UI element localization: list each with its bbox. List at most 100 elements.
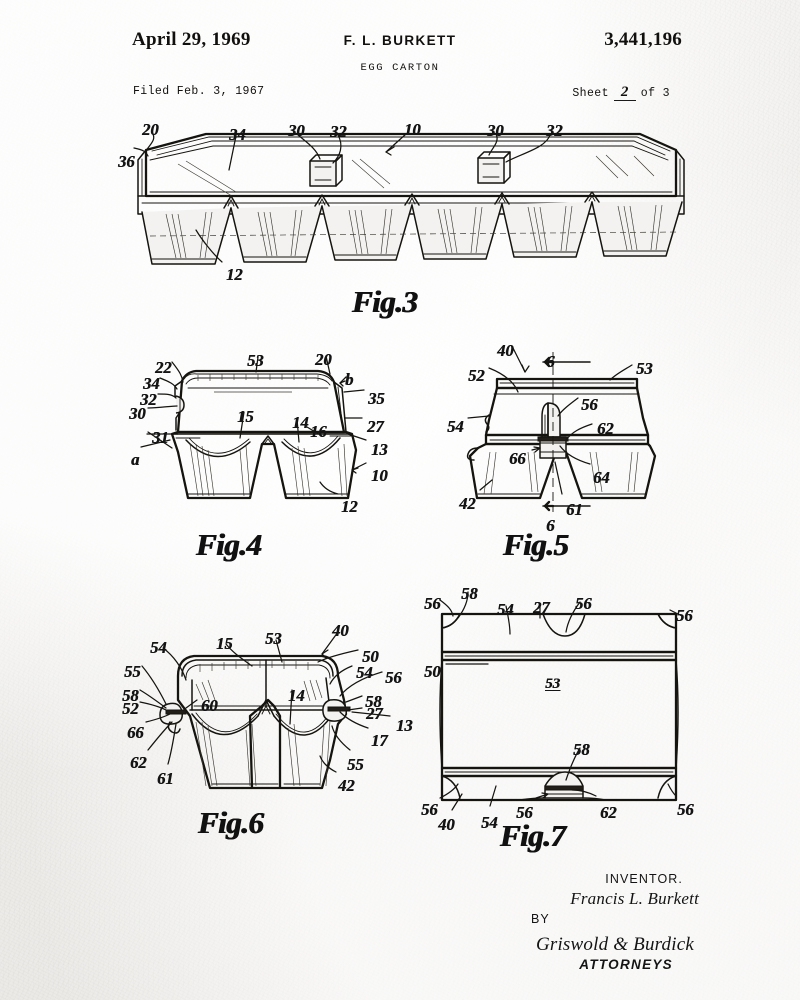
ref-numeral-fig5-62-5: 62	[597, 419, 614, 438]
patent-date: April 29, 1969	[132, 29, 251, 50]
ref-numeral-fig7-58-1: 58	[461, 584, 478, 603]
ref-numeral-fig6-14-14: 14	[288, 686, 305, 705]
sheet-number: 2	[613, 85, 636, 101]
ref-numeral-fig3-30-5: 30	[487, 121, 504, 140]
ref-numeral-fig7-56-14: 56	[677, 800, 694, 819]
ref-numeral-fig5-6-10: 6	[546, 352, 555, 371]
ref-numeral-fig5-64-7: 64	[593, 468, 610, 487]
ref-numeral-fig6-27-16: 27	[366, 704, 383, 723]
ref-numeral-fig6-62-11: 62	[130, 753, 147, 772]
ref-numeral-fig4-10-12: 10	[371, 466, 388, 485]
figure-4-drawing	[141, 356, 366, 498]
ref-numeral-fig4-16-15: 16	[310, 422, 327, 441]
inventor-signature: Francis L. Burkett	[570, 889, 699, 908]
fig3-latch-left	[310, 155, 342, 186]
patent-number: 3,441,196	[604, 29, 682, 50]
attorney-firm: Griswold & Burdick	[535, 934, 694, 955]
ref-numeral-fig4-12-16: 12	[341, 497, 358, 516]
ref-numeral-fig4-b-8: b	[345, 370, 354, 389]
ref-numeral-fig4-35-9: 35	[368, 389, 385, 408]
ref-numeral-fig3-12-8: 12	[226, 265, 243, 284]
figure-caption-fig3: Fig.3	[352, 284, 418, 319]
ref-numeral-fig4-27-10: 27	[367, 417, 384, 436]
sheet-of: of 3	[640, 87, 670, 100]
ref-numeral-fig6-53-2: 53	[265, 629, 282, 648]
ref-numeral-fig7-56-9: 56	[421, 800, 438, 819]
ref-numeral-fig4-30-3: 30	[129, 404, 146, 423]
ref-numeral-fig4-32-2: 32	[140, 390, 157, 409]
ref-numeral-fig6-58-8: 58	[122, 686, 139, 705]
ref-numeral-fig4-22-0: 22	[155, 358, 172, 377]
ref-numeral-fig3-34-1: 34	[229, 125, 246, 144]
filing-date: Filed Feb. 3, 1967	[133, 85, 265, 98]
ref-numeral-fig6-42-20: 42	[338, 776, 355, 795]
ref-numeral-fig7-56-5: 56	[676, 606, 693, 625]
ref-numeral-fig7-58-8: 58	[573, 740, 590, 759]
ref-numeral-fig6-56-6: 56	[385, 668, 402, 687]
sheet-indicator: Sheet 2 of 3	[572, 85, 670, 101]
ref-numeral-fig4-14-14: 14	[292, 413, 309, 432]
ref-numeral-fig5-40-0: 40	[497, 341, 514, 360]
ref-numeral-fig5-61-9: 61	[566, 500, 583, 519]
ref-numeral-fig5-54-3: 54	[447, 417, 464, 436]
ref-numeral-fig4-a-5: a	[131, 450, 140, 469]
ref-numeral-fig6-17-18: 17	[371, 731, 388, 750]
ref-numeral-fig7-62-13: 62	[600, 803, 617, 822]
ref-numeral-fig4-31-4: 31	[152, 428, 169, 447]
attorneys-label: ATTORNEYS	[579, 957, 673, 972]
inventor-label: INVENTOR.	[605, 872, 683, 886]
ref-numeral-fig3-32-6: 32	[546, 121, 563, 140]
fig3-cell-row	[138, 192, 684, 264]
ref-numeral-fig3-20-0: 20	[142, 120, 159, 139]
ref-numeral-fig5-6-11: 6	[546, 516, 555, 535]
ref-numeral-fig6-60-13: 60	[201, 696, 218, 715]
ref-numeral-fig6-13-17: 13	[396, 716, 413, 735]
ref-numeral-fig6-54-5: 54	[356, 663, 373, 682]
figure-caption-fig6: Fig.6	[198, 805, 264, 840]
ref-numeral-fig7-54-11: 54	[481, 813, 498, 832]
ref-numeral-fig7-54-2: 54	[497, 600, 514, 619]
ref-numeral-fig3-30-2: 30	[288, 121, 305, 140]
figure-caption-fig5: Fig.5	[503, 527, 569, 562]
ref-numeral-fig7-56-0: 56	[424, 594, 441, 613]
ref-numeral-fig4-20-7: 20	[315, 350, 332, 369]
ref-numeral-fig3-32-3: 32	[330, 122, 347, 141]
ref-numeral-fig7-56-4: 56	[575, 594, 592, 613]
figure-5-drawing	[468, 346, 655, 512]
ref-numeral-fig3-36-7: 36	[118, 152, 135, 171]
ref-numeral-fig6-52-9: 52	[122, 699, 139, 718]
ref-numeral-fig7-53-7: 53	[545, 676, 560, 692]
ref-numeral-fig6-61-12: 61	[157, 769, 174, 788]
ref-numeral-fig6-55-7: 55	[124, 662, 141, 681]
patent-title: EGG CARTON	[360, 62, 440, 74]
sheet-label: Sheet	[572, 87, 609, 100]
by-label: BY	[531, 912, 550, 926]
ref-numeral-fig4-34-1: 34	[143, 374, 160, 393]
ref-numeral-fig6-66-10: 66	[127, 723, 144, 742]
ref-numeral-fig4-13-11: 13	[371, 440, 388, 459]
ref-numeral-fig5-66-6: 66	[509, 449, 526, 468]
fig3-latch-right	[478, 152, 510, 183]
figure-caption-fig4: Fig.4	[196, 527, 262, 562]
ref-numeral-fig6-15-1: 15	[216, 634, 233, 653]
ref-numeral-fig7-40-10: 40	[438, 815, 455, 834]
ref-numeral-fig7-27-3: 27	[533, 598, 550, 617]
ref-numeral-fig5-56-4: 56	[581, 395, 598, 414]
figure-caption-fig7: Fig.7	[500, 818, 566, 853]
ref-numeral-fig5-42-8: 42	[459, 494, 476, 513]
ref-numeral-fig7-56-12: 56	[516, 803, 533, 822]
ref-numeral-fig7-50-6: 50	[424, 662, 441, 681]
figure-3-drawing	[134, 132, 684, 264]
ref-numeral-fig5-52-1: 52	[468, 366, 485, 385]
ref-numeral-fig6-58-15: 58	[365, 692, 382, 711]
ref-numeral-fig6-54-0: 54	[150, 638, 167, 657]
ref-numeral-fig5-53-2: 53	[636, 359, 653, 378]
ref-numeral-fig3-10-4: 10	[404, 120, 421, 139]
ref-numeral-fig4-15-13: 15	[237, 407, 254, 426]
ref-numeral-fig4-53-6: 53	[247, 351, 264, 370]
ref-numeral-fig6-50-4: 50	[362, 647, 379, 666]
inventor-header: F. L. BURKETT	[343, 33, 457, 48]
figure-7-drawing	[440, 592, 682, 810]
